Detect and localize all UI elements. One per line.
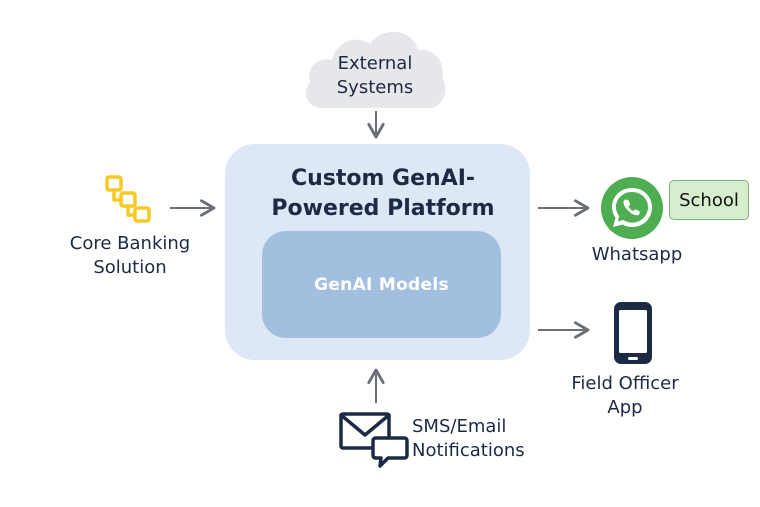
chat-bubble-icon (371, 436, 409, 468)
core-banking-label: Core Banking Solution (50, 232, 210, 280)
external-systems-label: External Systems (300, 52, 450, 100)
platform-title-line1: Custom GenAI- (290, 166, 476, 191)
field-officer-line1: Field Officer (571, 373, 679, 394)
platform-title: Custom GenAI- Powered Platform (225, 164, 541, 224)
phone-icon (614, 302, 652, 364)
whatsapp-icon (601, 177, 663, 239)
field-officer-line2: App (607, 397, 643, 418)
whatsapp-label: Whatsapp (591, 244, 683, 265)
notifications-line1: SMS/Email (412, 416, 507, 437)
school-tag: School (669, 180, 749, 220)
envelope-icon (339, 412, 409, 468)
blocks-icon (105, 175, 151, 223)
core-banking-line2: Solution (93, 257, 167, 278)
external-systems-line2: Systems (336, 77, 414, 98)
external-systems-line1: External (337, 53, 413, 74)
genai-models-box: GenAI Models (262, 231, 501, 338)
core-banking-line1: Core Banking (69, 233, 191, 254)
genai-models-label: GenAI Models (314, 274, 449, 295)
platform-title-line2: Powered Platform (271, 196, 495, 221)
field-officer-label: Field Officer App (550, 372, 700, 420)
notifications-label: SMS/Email Notifications (412, 415, 552, 463)
cloud-icon (306, 31, 446, 109)
notifications-line2: Notifications (412, 440, 525, 461)
